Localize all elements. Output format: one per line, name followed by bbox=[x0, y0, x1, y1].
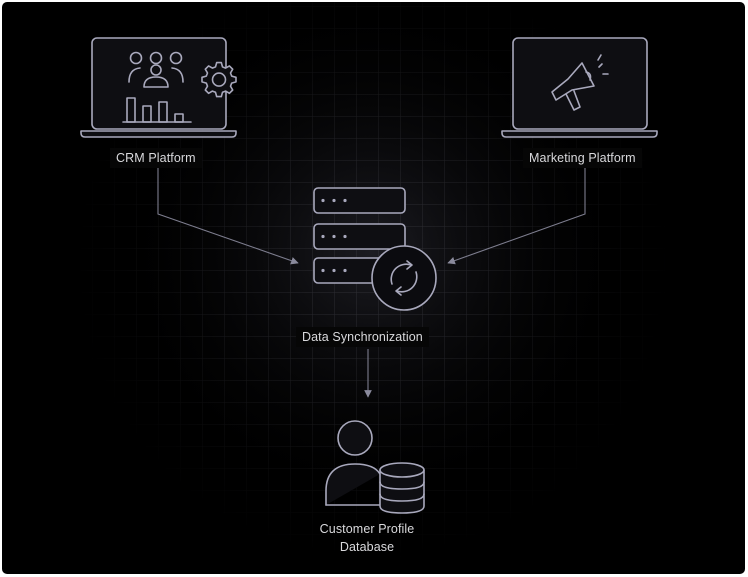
server-sync-icon bbox=[313, 187, 437, 311]
edge-crm-to-sync bbox=[157, 164, 299, 265]
user-database-icon bbox=[325, 420, 425, 514]
customer-profile-database-label: Customer Profile Database bbox=[307, 520, 427, 556]
marketing-platform-label: Marketing Platform bbox=[523, 148, 642, 168]
customer-profile-label-line1: Customer Profile bbox=[319, 522, 415, 536]
customer-profile-label-line2: Database bbox=[339, 540, 395, 554]
crm-platform-label: CRM Platform bbox=[110, 148, 202, 168]
data-synchronization-label: Data Synchronization bbox=[296, 327, 429, 347]
crm-laptop-icon bbox=[80, 37, 237, 138]
megaphone-laptop-icon bbox=[501, 37, 658, 138]
edge-marketing-to-sync bbox=[447, 164, 586, 265]
